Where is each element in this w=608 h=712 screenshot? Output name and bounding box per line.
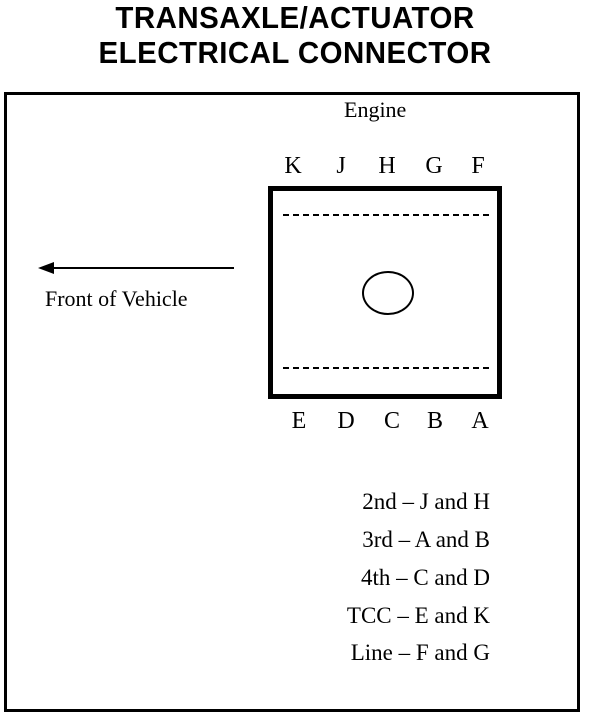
- center-hole: [362, 271, 414, 315]
- arrow-left-icon: [38, 262, 54, 274]
- pin-label-c: C: [383, 408, 400, 434]
- legend-line-2nd: 2nd – J and H: [362, 489, 490, 514]
- legend-line-tcc: TCC – E and K: [346, 603, 490, 628]
- legend-line-3rd: 3rd – A and B: [362, 527, 490, 552]
- connector-body: [268, 186, 502, 399]
- pin-label-f: F: [471, 153, 485, 179]
- title-line-1: TRANSAXLE/ACTUATOR: [115, 0, 475, 35]
- pin-label-b: B: [426, 408, 443, 434]
- front-of-vehicle-label: Front of Vehicle: [45, 286, 188, 311]
- diagram-frame: [4, 92, 580, 712]
- legend-line-4th: 4th – C and D: [360, 565, 490, 590]
- top-pin-row: [283, 214, 489, 216]
- pin-label-j: J: [336, 153, 346, 179]
- pin-label-a: A: [471, 408, 489, 434]
- pin-label-k: K: [284, 153, 302, 179]
- front-arrow-line: [48, 267, 234, 269]
- pin-label-g: G: [425, 153, 443, 179]
- pin-label-e: E: [291, 408, 307, 434]
- pin-label-h: H: [378, 153, 396, 179]
- bottom-pin-row: [283, 367, 489, 369]
- pin-label-d: D: [337, 408, 355, 434]
- legend-line-line: Line – F and G: [350, 640, 490, 665]
- engine-label: Engine: [344, 97, 407, 122]
- title-line-2: ELECTRICAL CONNECTOR: [98, 35, 492, 70]
